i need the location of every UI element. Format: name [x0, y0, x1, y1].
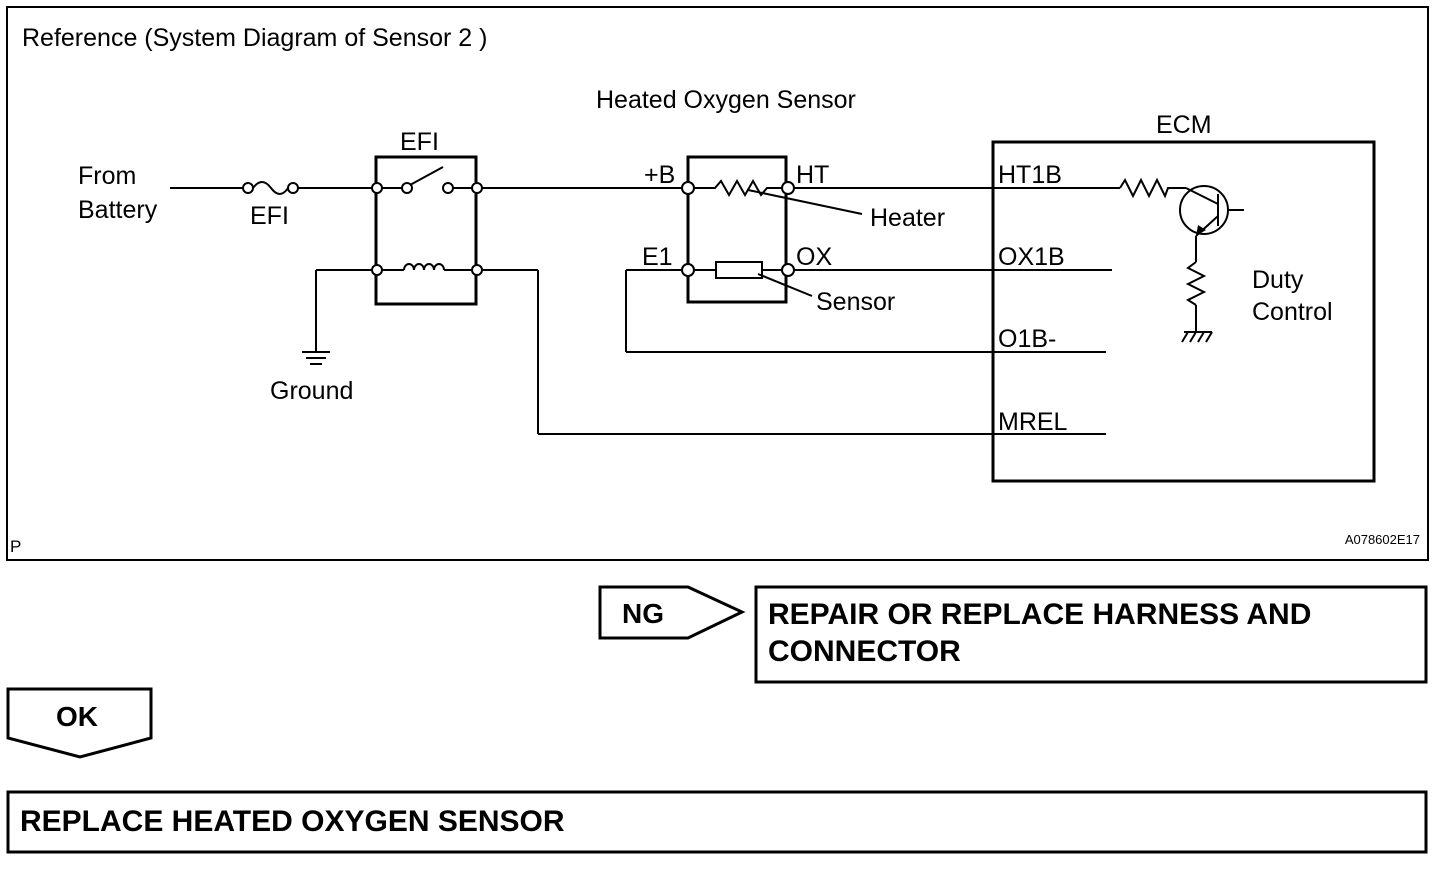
fuse-efi: [170, 181, 372, 195]
ng-arrow: [598, 585, 746, 640]
ht1b-label: HT1B: [998, 161, 1062, 189]
page-marker: P: [10, 537, 21, 556]
ground-label: Ground: [270, 377, 353, 405]
ok-action-box: [6, 790, 1428, 854]
sensor-label: Sensor: [816, 288, 895, 316]
duty-control-label-line2: Control: [1252, 298, 1333, 326]
fuse-label: EFI: [250, 202, 289, 230]
relay-label: EFI: [400, 128, 439, 156]
ok-label: OK: [56, 701, 98, 732]
ok-arrow: [6, 687, 153, 759]
ecm-label: ECM: [1156, 111, 1212, 139]
heater-label: Heater: [870, 204, 945, 232]
relay-efi: [371, 155, 483, 306]
ng-action-line1: REPAIR OR REPLACE HARNESS AND: [768, 598, 1311, 631]
ng-action-line2: CONNECTOR: [768, 635, 961, 668]
ecm-box: [991, 140, 1376, 483]
mrel-label: MREL: [998, 408, 1068, 436]
from-battery-label-line2: Battery: [78, 196, 158, 224]
ok-action-text: REPLACE HEATED OXYGEN SENSOR: [20, 805, 565, 838]
diagram-frame: [6, 6, 1429, 561]
duty-control-label-line1: Duty: [1252, 266, 1304, 294]
ht-label: HT: [796, 161, 829, 189]
o1b-minus-label: O1B-: [998, 325, 1056, 353]
ecm-duty-circuit: [993, 177, 1244, 343]
ox1b-label: OX1B: [998, 243, 1065, 271]
heater-leader-line: [747, 189, 863, 215]
sensor-leader-line: [757, 273, 813, 297]
sensor-title: Heated Oxygen Sensor: [596, 86, 856, 114]
ng-label: NG: [622, 598, 664, 629]
sensor-to-ecm-wires: [625, 187, 1112, 353]
figure-code: A078602E17: [1345, 532, 1420, 547]
ox-label: OX: [796, 243, 832, 271]
ng-action-box: [754, 585, 1428, 684]
from-battery-label-line1: From: [78, 162, 136, 190]
plus-b-label: +B: [644, 161, 675, 189]
heated-oxygen-sensor: [681, 155, 795, 304]
diagram-title: Reference (System Diagram of Sensor 2 ): [22, 24, 487, 52]
e1-label: E1: [642, 243, 673, 271]
ground-symbol: [302, 269, 372, 365]
relay-output-wires: [482, 187, 1106, 435]
